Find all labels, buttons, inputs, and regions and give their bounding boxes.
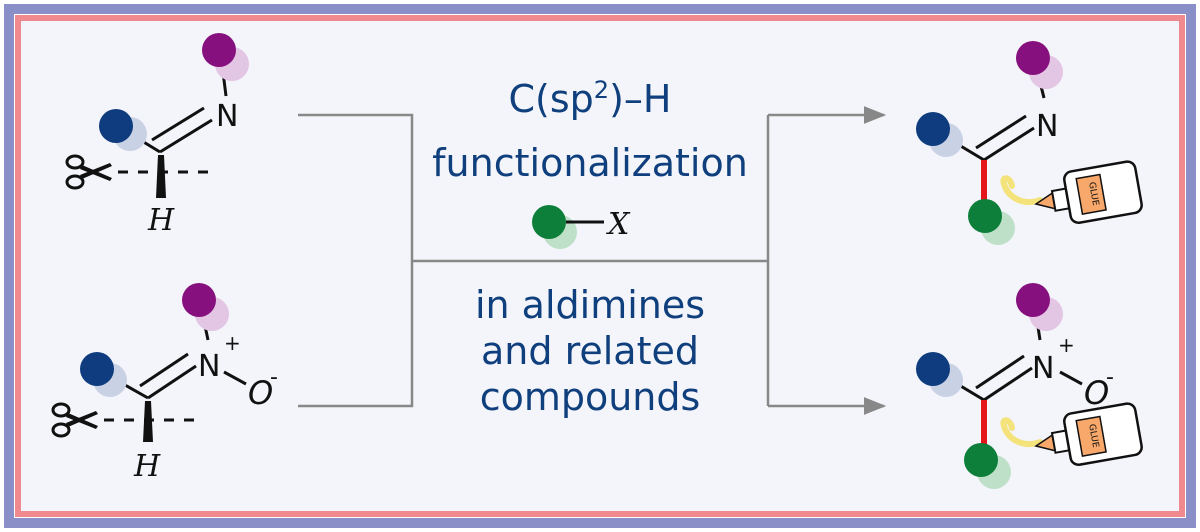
bond-cn-2 xyxy=(151,106,205,142)
wedge-bond xyxy=(156,155,166,198)
nitrone-reactant: N + O - H xyxy=(51,283,278,484)
line-and-related: and related xyxy=(481,329,699,373)
line-functionalization: functionalization xyxy=(432,141,748,185)
bond-n-o xyxy=(223,370,247,386)
bond-cn-1 xyxy=(159,118,213,154)
bond-cn-1 xyxy=(983,366,1033,402)
bond-cn-2 xyxy=(975,114,1027,150)
bond-cn-2 xyxy=(975,354,1025,390)
nitrone-n-label: N xyxy=(198,349,220,384)
reaction-connectors xyxy=(298,106,887,415)
reagent-x-label: X xyxy=(606,207,631,242)
nitrone-minus-label: - xyxy=(270,365,278,390)
green-atom xyxy=(968,199,1002,233)
nitrone-o-label: O xyxy=(248,374,273,412)
glue-stream xyxy=(1000,175,1043,205)
center-text-block: C(sp2)–H functionalization X in aldimine… xyxy=(432,76,748,419)
hydrogen-label: H xyxy=(133,449,161,484)
nitrone-plus-label: + xyxy=(1058,333,1075,357)
line-in-aldimines: in aldimines xyxy=(475,283,705,327)
dark-blue-atom xyxy=(916,352,950,386)
nitrone-minus-label: - xyxy=(1106,365,1114,390)
glue-bottle-icon: GLUE xyxy=(1034,160,1143,225)
purple-atom xyxy=(182,283,216,317)
dark-blue-atom xyxy=(916,112,950,146)
svg-text:GLUE: GLUE xyxy=(1086,423,1100,448)
green-atom xyxy=(532,205,566,239)
nitrone-n-label: N xyxy=(1032,351,1054,386)
glue-bottle-icon: GLUE xyxy=(1034,402,1143,467)
imine-n-label: N xyxy=(216,99,238,134)
scissors-icon xyxy=(65,154,112,190)
purple-atom xyxy=(202,33,236,67)
line-compounds: compounds xyxy=(480,375,701,419)
bond-cn-2 xyxy=(139,352,189,388)
imine-n-label: N xyxy=(1036,109,1058,144)
aldimine-reactant: N H xyxy=(65,33,249,238)
dark-blue-atom xyxy=(80,352,114,386)
nitrone-o-label: O xyxy=(1084,374,1109,412)
purple-atom xyxy=(1016,283,1050,317)
bond-cn-1 xyxy=(147,364,197,400)
scissors-icon xyxy=(51,402,98,438)
wedge-bond xyxy=(143,401,153,442)
bond-n-o xyxy=(1059,370,1083,386)
line-csp2-h: C(sp2)–H xyxy=(509,76,672,121)
hydrogen-label: H xyxy=(147,203,175,238)
bond-cn-1 xyxy=(983,126,1035,162)
dark-blue-atom xyxy=(99,109,133,143)
svg-text:GLUE: GLUE xyxy=(1086,181,1100,206)
green-atom xyxy=(964,443,998,477)
aldimine-product: N GLUE xyxy=(916,41,1143,245)
purple-atom xyxy=(1016,41,1050,75)
nitrone-product: N + O - GLUE xyxy=(916,283,1143,489)
nitrone-plus-label: + xyxy=(224,331,241,355)
glue-stream xyxy=(1000,417,1043,447)
